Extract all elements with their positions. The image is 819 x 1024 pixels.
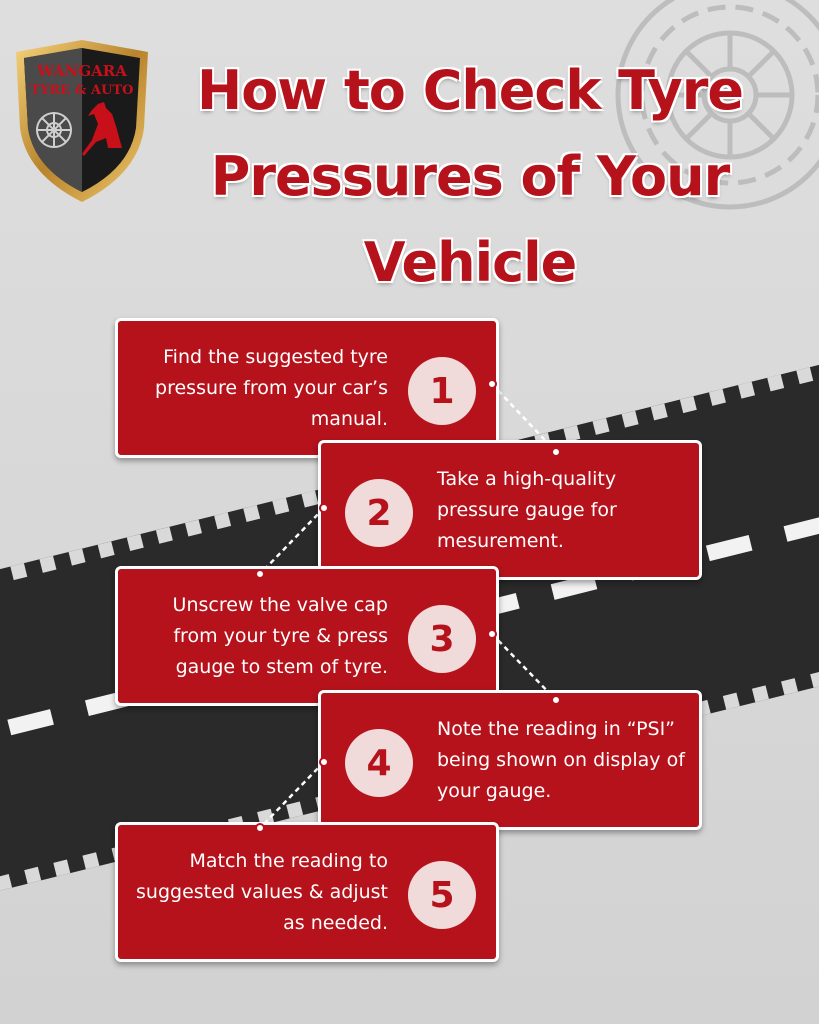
step-card-5: Match the reading to suggested values & …: [115, 822, 499, 962]
step-2-text: Take a high-quality pressure gauge for m…: [437, 467, 617, 552]
connector-dot: [551, 695, 561, 705]
step-card-1: Find the suggested tyre pressure from yo…: [115, 318, 499, 458]
connector-dot: [551, 447, 561, 457]
logo-line2: TYRE & AUTO: [31, 83, 134, 98]
step-4-number: 4: [345, 729, 413, 797]
step-1-number: 1: [408, 357, 476, 425]
connector-2-3: [259, 507, 325, 575]
title-line-1: How to Check Tyre: [197, 59, 744, 122]
connector-dot: [487, 629, 497, 639]
step-1-text: Find the suggested tyre pressure from yo…: [155, 345, 388, 430]
wangara-logo: WANGARA TYRE & AUTO: [16, 40, 148, 202]
connector-dot: [319, 503, 329, 513]
step-5-number: 5: [408, 861, 476, 929]
page-title: How to Check Tyre Pressures of Your Vehi…: [150, 48, 790, 306]
step-2-number: 2: [345, 479, 413, 547]
step-3-number: 3: [408, 605, 476, 673]
wheel-icon: [36, 112, 72, 148]
logo-line1: WANGARA: [36, 62, 127, 80]
connector-4-5: [259, 761, 325, 829]
step-card-4: 4 Note the reading in “PSI” being shown …: [318, 690, 702, 830]
kangaroo-icon: [82, 102, 122, 156]
step-card-3: Unscrew the valve cap from your tyre & p…: [115, 566, 499, 706]
tyre-decoration-icon: [615, 0, 819, 210]
connector-dot: [255, 823, 265, 833]
title-line-3: Vehicle: [363, 231, 578, 294]
step-3-text: Unscrew the valve cap from your tyre & p…: [172, 593, 388, 678]
connector-dot: [319, 757, 329, 767]
step-4-text: Note the reading in “PSI” being shown on…: [437, 717, 685, 802]
step-5-text: Match the reading to suggested values & …: [136, 849, 388, 934]
title-line-2: Pressures of Your: [210, 145, 730, 208]
connector-1-2: [491, 383, 557, 453]
connector-dot: [487, 379, 497, 389]
connector-3-4: [491, 633, 557, 701]
step-card-2: 2 Take a high-quality pressure gauge for…: [318, 440, 702, 580]
connector-dot: [255, 569, 265, 579]
